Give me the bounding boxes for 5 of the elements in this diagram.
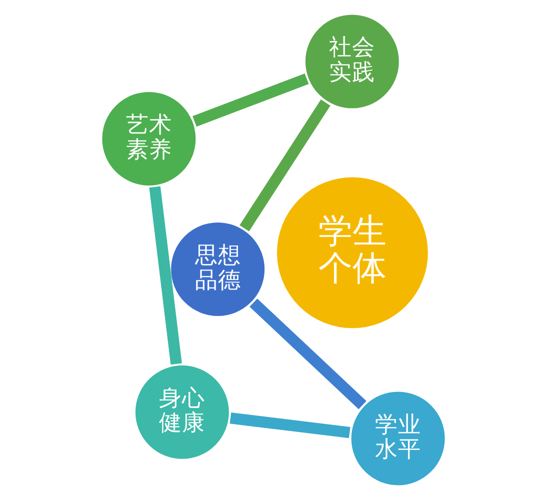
connector: [229, 412, 350, 438]
connector: [239, 99, 330, 232]
connector: [148, 186, 182, 365]
connector: [249, 298, 366, 410]
connector: [192, 74, 308, 127]
